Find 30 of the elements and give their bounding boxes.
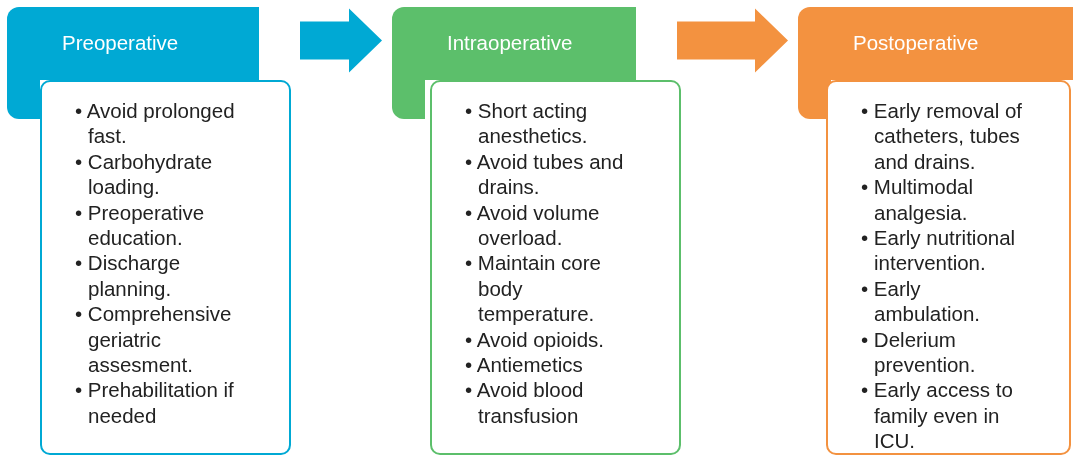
bullet-item: • Prehabilitation if needed — [75, 377, 235, 429]
stage-title: Intraoperative — [446, 31, 574, 55]
bullet-item: • Antiemetics — [465, 352, 584, 378]
bullet-item: • Avoid blood transfusion — [465, 377, 585, 429]
stage-header-box — [798, 7, 1073, 80]
bullet-list-card — [826, 80, 1071, 455]
bullet-item: • Avoid prolonged fast. — [75, 98, 236, 149]
bullet-item: • Discharge planning. — [75, 250, 182, 302]
stage-header-box — [7, 7, 259, 80]
bullet-item: • Short acting anesthetics. — [465, 98, 589, 149]
stage-title: Preoperative — [61, 31, 180, 55]
bullet-list-card — [430, 80, 681, 455]
bullet-item: • Avoid tubes and drains. — [465, 148, 625, 200]
bullet-item: • Avoid volume overload. — [465, 199, 601, 251]
bullet-item: • Early nutritional intervention. — [861, 225, 1017, 276]
bullet-item: • Carbohydrate loading. — [75, 148, 214, 200]
bullet-item: • Avoid opioids. — [465, 326, 605, 353]
bullet-list-card — [40, 80, 291, 455]
bullet-item: • Delerium prevention. — [861, 326, 977, 378]
block-arrow — [300, 8, 382, 73]
bullet-item: • Multimodal analgesia. — [861, 174, 974, 226]
stage-header-box — [392, 7, 636, 80]
bullet-item: • Early access to family even in ICU. — [861, 377, 1014, 454]
bullet-item: • Comprehensive geriatric assesment. — [75, 301, 233, 378]
bullet-item: • Early ambulation. — [861, 275, 981, 327]
bullet-item: • Preoperative education. — [75, 199, 206, 251]
bullet-item: • Early removal of catheters, tubes and drains. — [861, 98, 1023, 175]
block-arrow — [677, 8, 788, 73]
bullet-item: • Maintain core body temperature. — [465, 250, 602, 327]
stage-title: Postoperative — [852, 31, 980, 55]
